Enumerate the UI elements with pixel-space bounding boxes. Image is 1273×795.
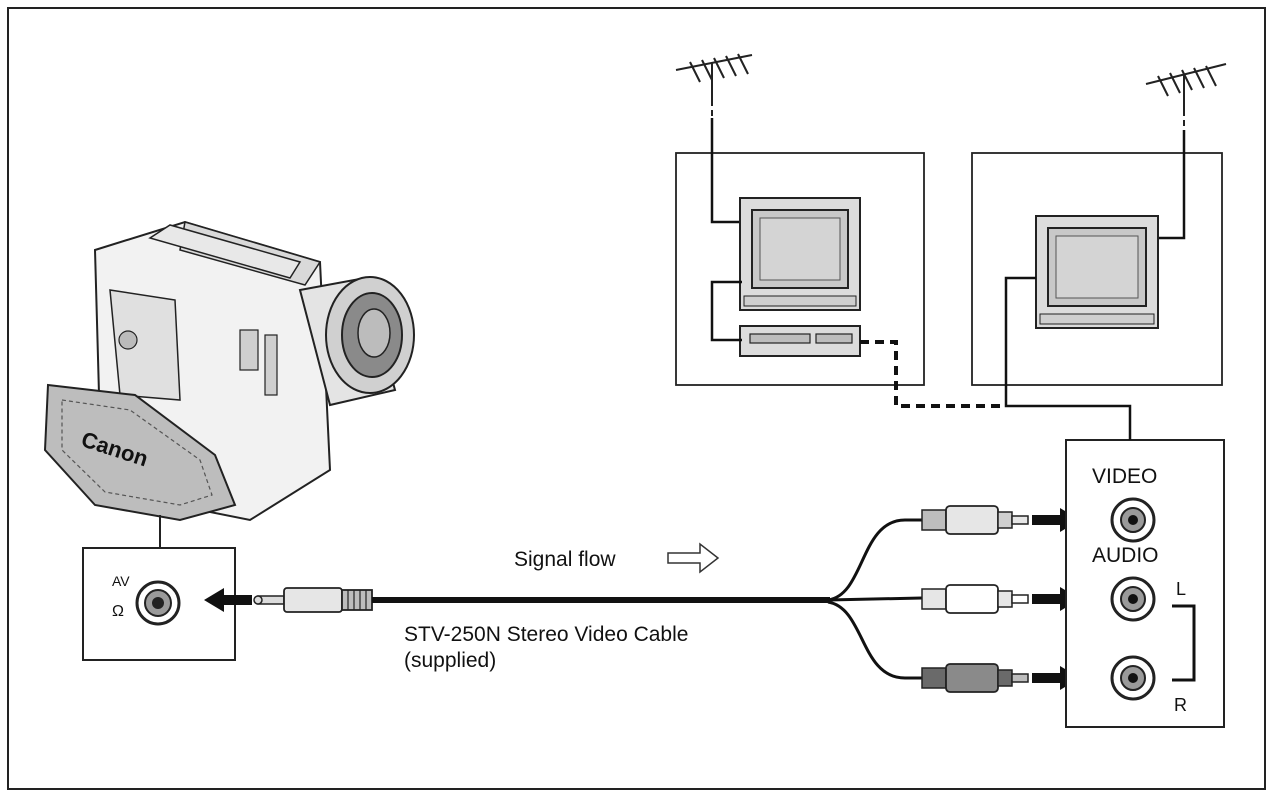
- camcorder-illustration: Canon: [43, 220, 415, 548]
- arrow-left-icon: [204, 588, 252, 612]
- tv-vcr-setup: [675, 53, 1006, 408]
- tv-input-panel: VIDEO AUDIO L R: [1065, 439, 1225, 728]
- outer-frame: [7, 7, 1266, 790]
- vcr-icon: [739, 325, 861, 357]
- tv-set-icon: [739, 197, 861, 311]
- audio-left-label: L: [1176, 579, 1186, 599]
- signal-flow-label: Signal flow: [514, 548, 616, 571]
- cable-name-label: STV-250N Stereo Video Cable: [404, 623, 688, 646]
- rca-plug-audio-right: [921, 663, 1029, 693]
- signal-flow-arrow-icon: [667, 542, 720, 574]
- tv-setup: [971, 63, 1227, 440]
- cable-supplied-label: (supplied): [404, 649, 496, 672]
- antenna-icon: [675, 53, 753, 118]
- rca-plug-video: [921, 505, 1029, 535]
- av-terminal-panel: AV Ω: [82, 547, 236, 661]
- audio-right-label: R: [1174, 695, 1187, 715]
- antenna-icon: [1145, 63, 1227, 130]
- rca-plug-audio-left: [921, 584, 1029, 614]
- video-label: VIDEO: [1092, 465, 1157, 488]
- av-jack-label: AV: [112, 573, 130, 589]
- stereo-video-cable: [372, 518, 923, 680]
- mini-plug: [253, 587, 373, 613]
- audio-label: AUDIO: [1092, 544, 1159, 567]
- tv-set-icon: [1035, 215, 1159, 329]
- headphone-icon: Ω: [112, 603, 124, 620]
